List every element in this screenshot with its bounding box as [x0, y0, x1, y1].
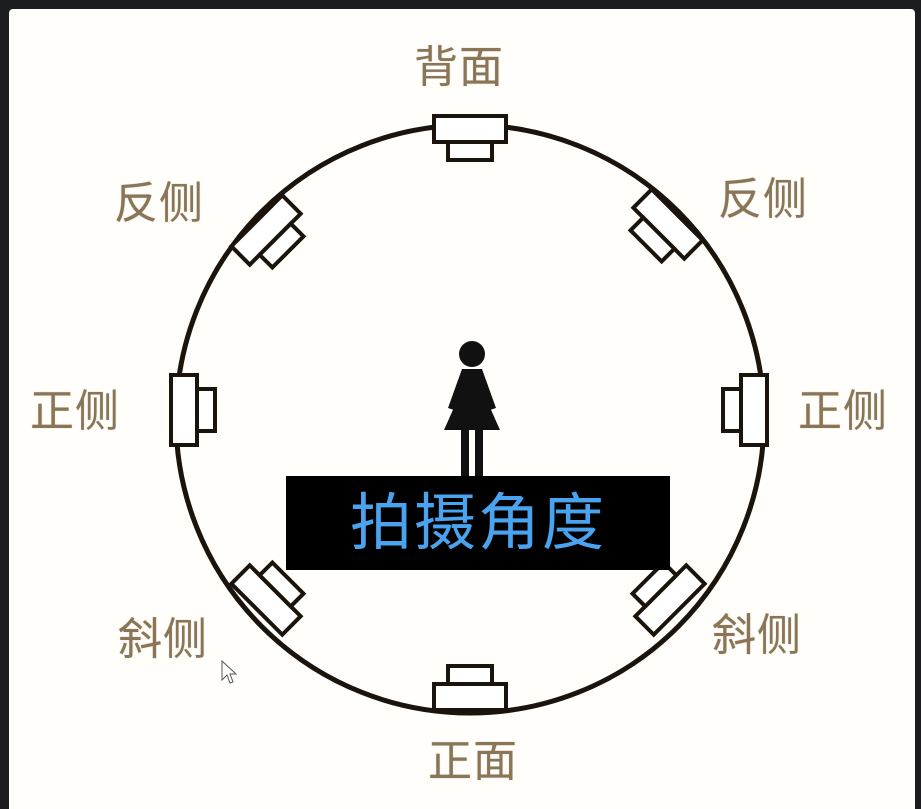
person-icon	[444, 341, 500, 476]
label-back: 背面	[414, 42, 504, 93]
label-oblique-left: 斜侧	[118, 614, 208, 665]
caption-box: 拍摄角度	[286, 476, 670, 570]
label-profile-left: 正侧	[30, 386, 120, 437]
camera-icon-left	[169, 373, 217, 447]
camera-icon-right	[721, 373, 769, 447]
camera-icon-upper-right	[627, 186, 706, 265]
caption-text: 拍摄角度	[349, 486, 606, 559]
label-oblique-right: 斜侧	[712, 610, 802, 661]
mouse-cursor-icon	[221, 660, 237, 684]
camera-icon-bottom	[432, 664, 508, 712]
camera-icon-upper-left	[228, 192, 307, 271]
label-reverse-side-right: 反侧	[718, 174, 808, 225]
camera-icon-lower-right	[629, 559, 708, 638]
camera-icon-lower-left	[228, 559, 307, 638]
label-reverse-side-left: 反侧	[114, 178, 204, 229]
label-front: 正面	[428, 736, 518, 787]
label-profile-right: 正侧	[798, 386, 888, 437]
camera-icon-top	[432, 114, 508, 162]
